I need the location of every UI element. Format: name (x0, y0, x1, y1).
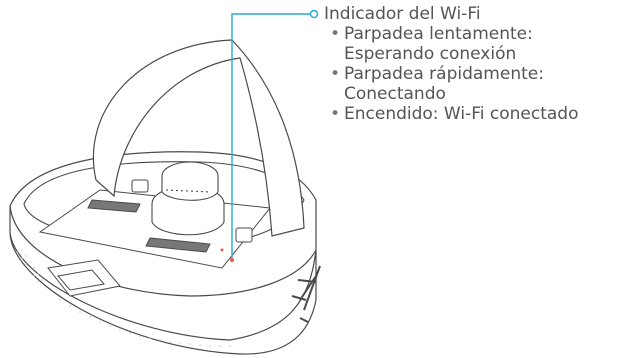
lid-hinges (131, 179, 253, 243)
wifi-led (230, 258, 234, 262)
state-fast-blink-label: Parpadea rápidamente: (344, 64, 544, 84)
lidar-tower (151, 161, 225, 236)
state-solid-on: Encendido: Wi-Fi conectado (324, 104, 620, 124)
callout-dot-icon (309, 9, 319, 19)
state-slow-blink-label: Parpadea lentamente: (344, 24, 533, 44)
state-solid-on-label: Encendido: Wi-Fi conectado (344, 104, 579, 124)
status-led (220, 248, 224, 252)
state-fast-blink: Parpadea rápidamente: Conectando (324, 64, 620, 104)
state-fast-blink-meaning: Conectando (344, 84, 446, 104)
state-slow-blink-meaning: Esperando conexión (344, 44, 517, 64)
speaker-grille (17, 249, 231, 347)
raised-lid (92, 39, 305, 237)
indicator-states-list: Parpadea lentamente: Esperando conexión … (324, 24, 620, 124)
callout-title: Indicador del Wi-Fi (324, 4, 481, 24)
wifi-indicator-callout: Indicador del Wi-Fi Parpadea lentamente:… (324, 4, 620, 124)
state-slow-blink: Parpadea lentamente: Esperando conexión (324, 24, 620, 64)
callout-leader-line (231, 13, 312, 258)
